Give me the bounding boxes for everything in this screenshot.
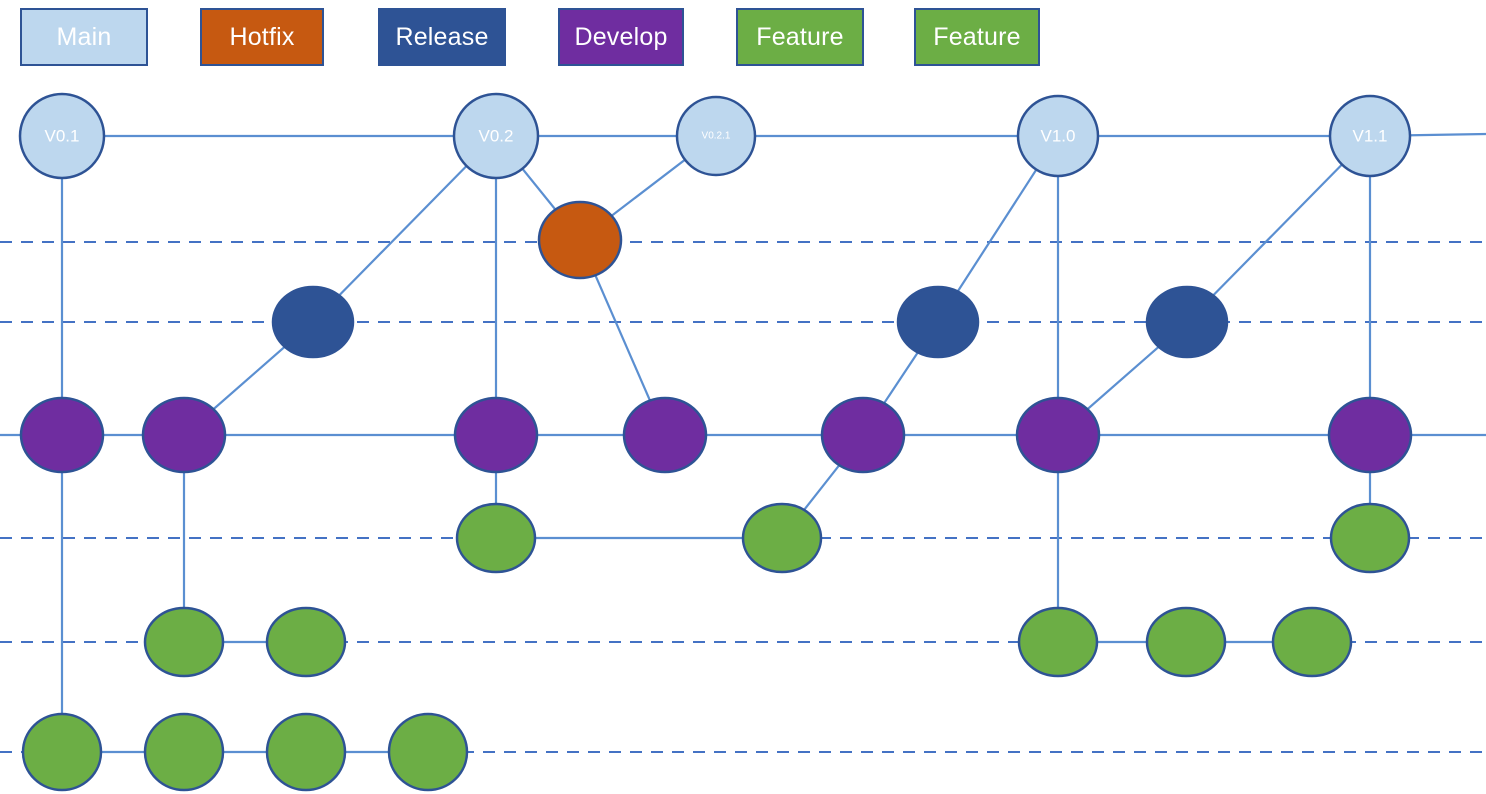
- node-release-2[interactable]: [896, 285, 980, 359]
- node-release-3[interactable]: [1145, 285, 1229, 359]
- release4-to-v11: [1186, 135, 1371, 323]
- node-feature-c1[interactable]: [21, 712, 103, 792]
- node-main-v11-circle[interactable]: [1328, 94, 1412, 178]
- node-feature-a3-circle[interactable]: [1329, 502, 1411, 574]
- node-feature-b3[interactable]: [1017, 606, 1099, 678]
- legend-label: Feature: [756, 22, 844, 51]
- node-main-v10[interactable]: V1.0: [1016, 94, 1100, 178]
- node-feature-c2[interactable]: [143, 712, 225, 792]
- node-feature-b1[interactable]: [143, 606, 225, 678]
- node-main-v01[interactable]: V0.1: [18, 92, 106, 180]
- legend-box-develop-3[interactable]: Develop: [558, 8, 684, 66]
- node-feature-a2-circle[interactable]: [741, 502, 823, 574]
- node-main-v02-circle[interactable]: [452, 92, 540, 180]
- node-develop-7-circle[interactable]: [1327, 396, 1413, 474]
- node-feature-c3[interactable]: [265, 712, 347, 792]
- node-release-1[interactable]: [271, 285, 355, 359]
- legend-box-hotfix-1[interactable]: Hotfix: [200, 8, 324, 66]
- node-feature-b1-circle[interactable]: [143, 606, 225, 678]
- node-feature-b5-circle[interactable]: [1271, 606, 1353, 678]
- node-feature-c2-circle[interactable]: [143, 712, 225, 792]
- node-feature-b4-circle[interactable]: [1145, 606, 1227, 678]
- node-feature-c1-circle[interactable]: [21, 712, 103, 792]
- v02-to-release1: [312, 135, 497, 323]
- legend-label: Hotfix: [229, 22, 295, 51]
- node-release-1-circle[interactable]: [271, 285, 355, 359]
- node-main-v021-circle[interactable]: [675, 95, 757, 177]
- node-main-v01-circle[interactable]: [18, 92, 106, 180]
- node-develop-2[interactable]: [141, 396, 227, 474]
- node-main-v021[interactable]: V0.2.1: [675, 95, 757, 177]
- node-develop-1[interactable]: [19, 396, 105, 474]
- branch-legend: Main Hotfix Release Develop Feature Feature: [0, 0, 1486, 80]
- node-feature-a3[interactable]: [1329, 502, 1411, 574]
- node-feature-b2[interactable]: [265, 606, 347, 678]
- node-feature-c3-circle[interactable]: [265, 712, 347, 792]
- node-feature-a2[interactable]: [741, 502, 823, 574]
- legend-box-main-0[interactable]: Main: [20, 8, 148, 66]
- node-develop-3[interactable]: [453, 396, 539, 474]
- node-release-3-circle[interactable]: [1145, 285, 1229, 359]
- legend-label: Develop: [574, 22, 668, 51]
- node-feature-b2-circle[interactable]: [265, 606, 347, 678]
- node-hotfix-1-circle[interactable]: [537, 200, 623, 280]
- node-develop-3-circle[interactable]: [453, 396, 539, 474]
- node-develop-7[interactable]: [1327, 396, 1413, 474]
- node-main-v11[interactable]: V1.1: [1328, 94, 1412, 178]
- node-develop-1-circle[interactable]: [19, 396, 105, 474]
- node-develop-6[interactable]: [1015, 396, 1101, 474]
- legend-label: Release: [395, 22, 489, 51]
- node-hotfix-1[interactable]: [537, 200, 623, 280]
- legend-box-feature-5[interactable]: Feature: [914, 8, 1040, 66]
- node-develop-5[interactable]: [820, 396, 906, 474]
- node-develop-5-circle[interactable]: [820, 396, 906, 474]
- node-develop-2-circle[interactable]: [141, 396, 227, 474]
- legend-box-release-2[interactable]: Release: [378, 8, 506, 66]
- node-feature-c4[interactable]: [387, 712, 469, 792]
- node-feature-a1[interactable]: [455, 502, 537, 574]
- node-develop-4-circle[interactable]: [622, 396, 708, 474]
- node-feature-b4[interactable]: [1145, 606, 1227, 678]
- node-main-v02[interactable]: V0.2: [452, 92, 540, 180]
- node-feature-c4-circle[interactable]: [387, 712, 469, 792]
- node-main-v10-circle[interactable]: [1016, 94, 1100, 178]
- node-develop-6-circle[interactable]: [1015, 396, 1101, 474]
- legend-box-feature-4[interactable]: Feature: [736, 8, 864, 66]
- node-feature-b3-circle[interactable]: [1017, 606, 1099, 678]
- legend-label: Main: [56, 22, 112, 51]
- node-release-2-circle[interactable]: [896, 285, 980, 359]
- node-feature-b5[interactable]: [1271, 606, 1353, 678]
- lane-guides: [0, 241, 1486, 753]
- legend-label: Feature: [933, 22, 1021, 51]
- commit-nodes: V0.1 V0.2 V0.2.1 V1.0 V1.1: [18, 92, 1413, 792]
- node-feature-a1-circle[interactable]: [455, 502, 537, 574]
- node-develop-4[interactable]: [622, 396, 708, 474]
